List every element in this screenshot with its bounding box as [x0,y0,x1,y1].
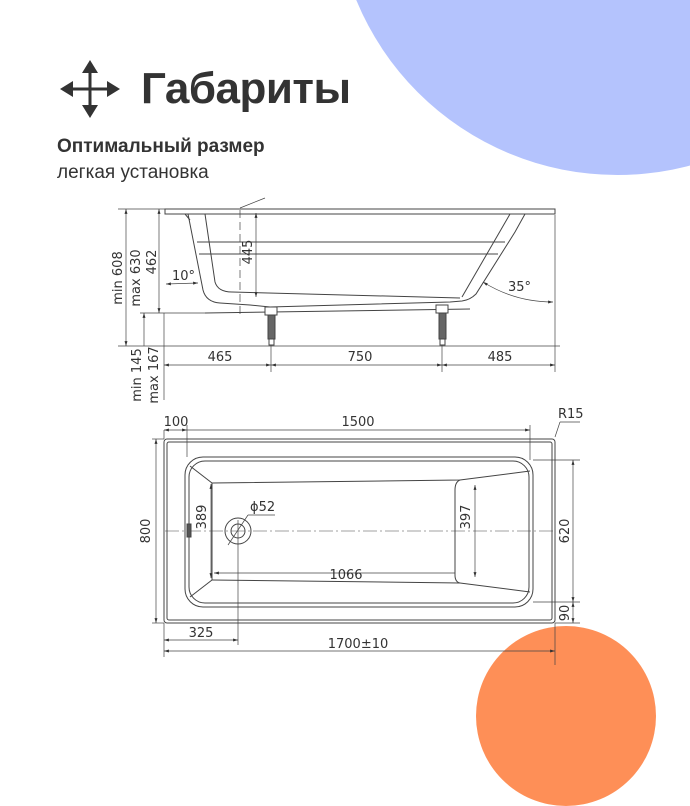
dim-min-leg: min 145 [130,348,145,401]
move-arrows-icon [60,60,120,118]
dim-corner-radius: R15 [558,407,584,422]
side-view [118,197,560,400]
right-leg [435,304,449,346]
dim-bottom-length: 1066 [329,568,362,583]
dim-min-height: min 608 [111,251,126,304]
dim-inner-length: 1500 [341,415,374,430]
dim-head-width: 389 [195,505,210,530]
subtitle-secondary: легкая установка [57,162,209,183]
dim-left-offset: 465 [208,350,233,365]
dim-drain-offset: 325 [189,626,214,641]
dim-rim-bottom: 90 [558,605,573,622]
dim-total-length: 1700±10 [328,637,389,652]
dim-inner-width: 620 [558,519,573,544]
dim-width: 800 [139,519,154,544]
dim-max-leg: max 167 [147,346,162,403]
dim-rim-left: 100 [164,415,189,430]
dim-tub-height: 462 [145,250,160,275]
dim-max-height: max 630 [129,249,144,306]
left-leg [264,306,278,346]
dim-foot-width: 397 [459,505,474,530]
dim-right-offset: 485 [488,350,513,365]
dim-foot-angle: 35° [508,280,531,295]
dim-head-angle: 10° [172,269,195,284]
bathtub-technical-drawing: min 608 max 630 462 445 10° 35° min 145 … [111,197,584,665]
dim-leg-spacing: 750 [348,350,373,365]
dim-inner-depth: 445 [241,240,256,265]
subtitle: Оптимальный размер [57,136,265,157]
page-title: Габариты [141,64,351,113]
top-view [152,421,580,665]
dim-drain-diameter: ϕ52 [250,500,275,515]
